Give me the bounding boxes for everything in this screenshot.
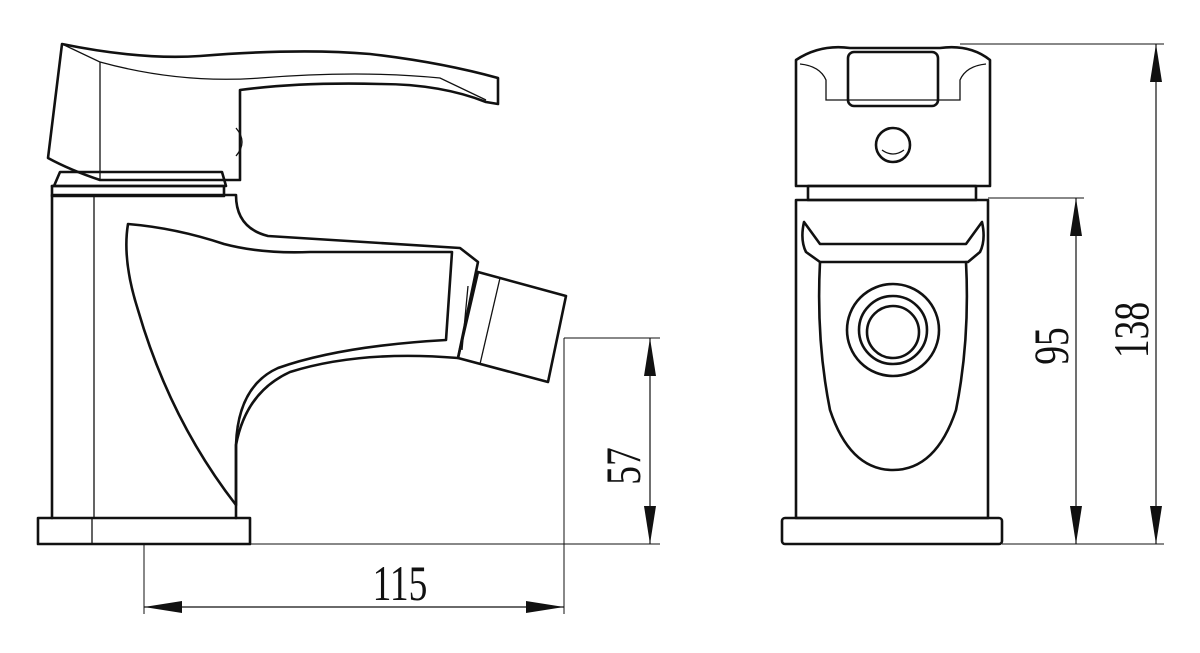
- dim-arrow-57-top: [644, 338, 656, 376]
- side-view: [36, 42, 568, 546]
- front-lever-head: [794, 45, 992, 188]
- side-nozzle-inner: [461, 285, 469, 351]
- dim-label-115: 115: [373, 556, 428, 611]
- dimension-lines: [143, 43, 1164, 614]
- dim-arrow-115-left: [144, 601, 182, 613]
- side-lever-handle: [46, 42, 500, 182]
- front-lever-screw-mark: [881, 149, 905, 155]
- front-lever-rim: [799, 63, 987, 101]
- dim-label-57: 57: [596, 447, 651, 484]
- dim-label-95: 95: [1024, 327, 1079, 364]
- front-lever-paddle: [846, 50, 940, 108]
- side-nozzle-ring: [479, 277, 501, 365]
- front-outlet-outer: [845, 282, 941, 378]
- side-collar: [50, 184, 226, 198]
- front-body-recess-top: [801, 220, 985, 264]
- front-collar: [806, 184, 978, 202]
- side-nozzle: [456, 270, 568, 384]
- front-view: [780, 45, 1004, 546]
- side-body: [50, 193, 480, 520]
- dim-arrow-57-bottom: [644, 506, 656, 544]
- front-body-recess: [817, 260, 969, 472]
- dim-arrow-115-right: [526, 601, 564, 613]
- dim-arrow-95-top: [1070, 198, 1082, 236]
- side-body-cavity: [125, 222, 454, 507]
- side-lever-face: [61, 43, 101, 180]
- dim-arrow-95-bottom: [1070, 506, 1082, 544]
- dim-arrow-138-top: [1150, 44, 1162, 82]
- front-lever-screw: [874, 126, 912, 164]
- dim-label-138: 138: [1104, 302, 1159, 358]
- front-outlet-mid: [857, 294, 929, 366]
- front-base-plate: [780, 516, 1004, 546]
- front-outlet-inner: [865, 304, 921, 360]
- side-lever-crease: [99, 61, 487, 101]
- dim-arrow-138-bottom: [1150, 506, 1162, 544]
- side-lever-pivot: [235, 127, 243, 157]
- side-base-plate: [36, 516, 252, 546]
